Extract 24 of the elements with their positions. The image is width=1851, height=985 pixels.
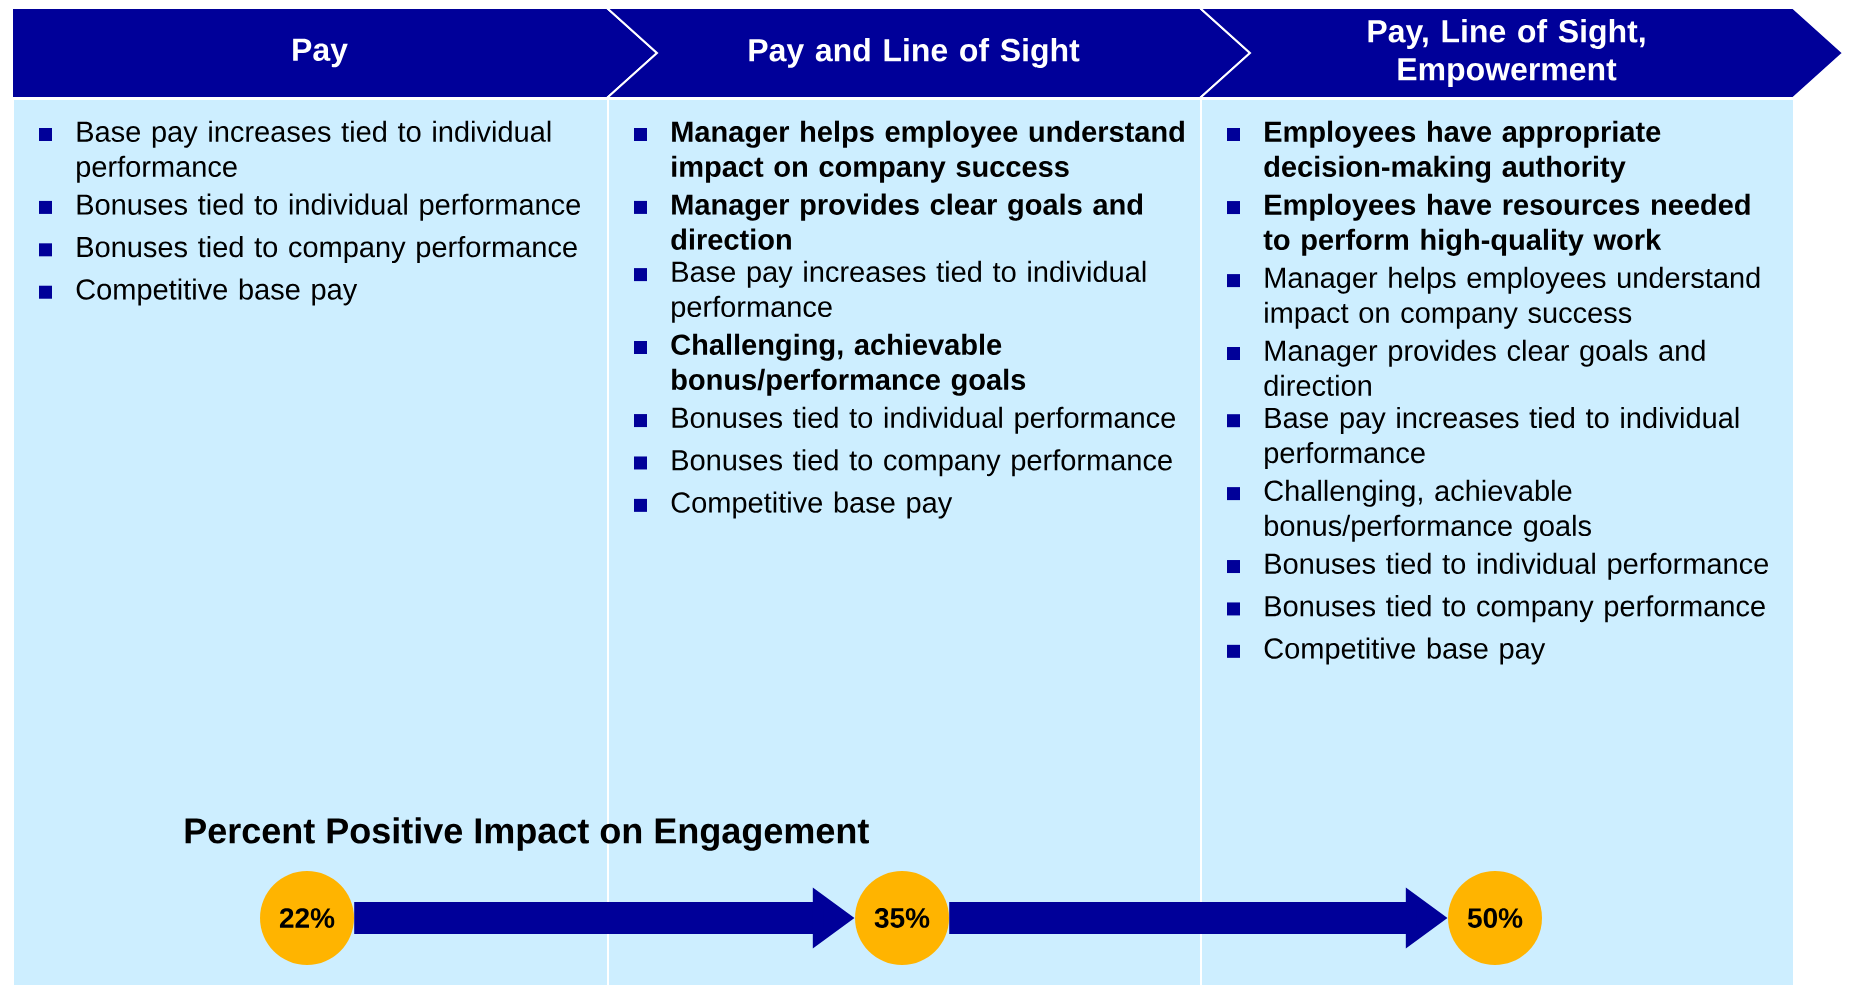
bullet-item: Bonuses tied to company performance xyxy=(1227,595,1765,623)
header-chevron: Pay xyxy=(11,7,659,99)
bullet-item: Employees have resources needed to perform high-quality work xyxy=(1227,193,1750,256)
bullet-item: Competitive base pay xyxy=(39,278,358,306)
bullet-item: Employees have appropriate decision-making authority xyxy=(1227,120,1661,183)
bullet-item: Bonuses tied to individual performance xyxy=(1227,552,1768,580)
header-chevron: Pay, Line of Sight, Empowerment xyxy=(1197,7,1845,99)
bullet-item: Base pay increases tied to individual performance xyxy=(634,260,1146,323)
bullet-item: Bonuses tied to individual performance xyxy=(634,406,1175,434)
bullet-item: Base pay increases tied to individual performance xyxy=(1227,406,1739,469)
bullet-item: Base pay increases tied to individual performance xyxy=(39,120,551,183)
section-heading: Percent Positive Impact on Engagement xyxy=(185,817,869,851)
bullet-item: Manager provides clear goals and direction xyxy=(1227,339,1705,396)
bullet-item: Challenging, achievable bonus/performance goals xyxy=(634,333,1026,396)
bullet-item: Challenging, achievable bonus/performance goals xyxy=(1227,479,1591,542)
bullet-item: Manager provides clear goals and direction xyxy=(634,193,1143,250)
bullet-item: Competitive base pay xyxy=(634,491,953,519)
bullet-item: Manager helps employee understand impact on company success xyxy=(634,120,1184,183)
header-chevron: Pay and Line of Sight xyxy=(604,7,1252,99)
bullet-item: Bonuses tied to individual performance xyxy=(39,193,580,221)
bullet-item: Bonuses tied to company performance xyxy=(634,449,1172,477)
bullet-item: Manager helps employees understand impact on company success xyxy=(1227,266,1760,329)
bullet-item: Bonuses tied to company performance xyxy=(39,236,577,264)
bullet-item: Competitive base pay xyxy=(1227,637,1546,665)
